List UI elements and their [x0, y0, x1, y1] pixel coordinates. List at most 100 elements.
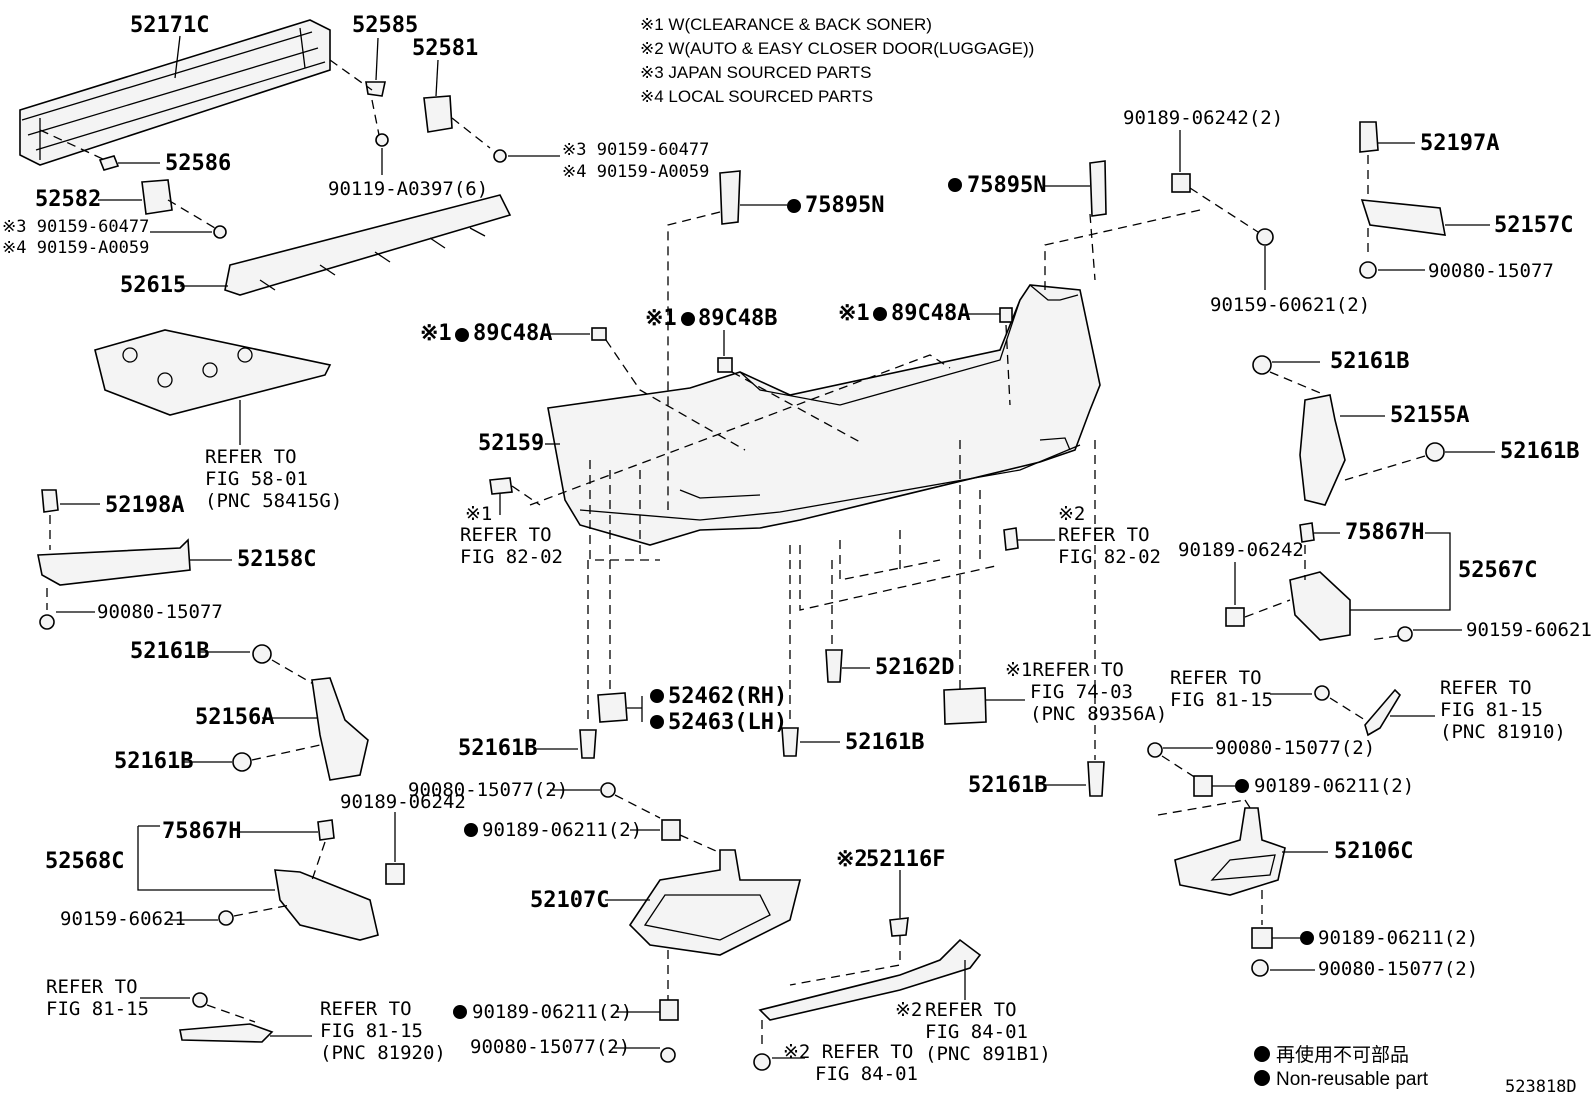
refer-8202-l-b[interactable]: FIG 82-02 [460, 546, 563, 568]
retainer-52158C[interactable] [37, 538, 191, 586]
refer-8202-l-a[interactable]: REFER TO [460, 524, 552, 546]
label-89C48A-l: 89C48A [473, 321, 552, 346]
clip-75867H-l[interactable] [317, 819, 335, 841]
nut-90189-tr[interactable] [1171, 173, 1191, 193]
legend-en: Non-reusable part [1276, 1069, 1429, 1090]
clip-52161B-c2[interactable] [781, 727, 799, 757]
refer-8401-r-b[interactable]: FIG 84-01 [925, 1021, 1028, 1043]
bolt-90159-r[interactable] [1397, 626, 1413, 642]
clip-52198A[interactable] [41, 489, 59, 513]
refer-8401-r-a[interactable]: REFER TO [925, 999, 1017, 1021]
refer-8115-l-b[interactable]: FIG 81-15 [46, 998, 149, 1020]
refer-8202-r-a[interactable]: REFER TO [1058, 524, 1150, 546]
under-cover[interactable] [94, 329, 332, 416]
clip-52162D[interactable] [825, 649, 843, 683]
clip-52586[interactable] [98, 155, 120, 171]
clip-75867H-r[interactable] [1299, 522, 1315, 543]
label-75895N-2: 75895N [967, 173, 1046, 198]
refer-8115-r-b[interactable]: FIG 81-15 [1170, 689, 1273, 711]
label-90189-r2: 90189-06211(2) [1254, 775, 1414, 797]
bracket-52581[interactable] [423, 95, 453, 133]
refer-8401-l-b[interactable]: FIG 84-01 [815, 1063, 918, 1085]
label-89C48B: 89C48B [698, 306, 777, 331]
clip-reflector-r[interactable] [1314, 685, 1330, 701]
bolt-90159-b[interactable] [213, 225, 227, 239]
screw-90080-tr[interactable] [1359, 261, 1377, 279]
clip-52161B-1[interactable] [252, 644, 272, 664]
refer-58-b[interactable]: FIG 58-01 [205, 468, 308, 490]
clip-52161B-c3[interactable] [1087, 761, 1105, 797]
sensor-89C48B[interactable] [717, 357, 733, 373]
tape-75895N-l[interactable] [719, 170, 741, 225]
cover-52462[interactable] [597, 692, 628, 723]
label-90080-tr: 90080-15077 [1428, 260, 1554, 282]
refer-8115-l-a[interactable]: REFER TO [46, 976, 138, 998]
tape-75895N-r[interactable] [1089, 160, 1107, 217]
label-90189-c: 90189-06211(2) [482, 819, 642, 841]
bracket-52567C[interactable] [1289, 571, 1351, 641]
refer-58-a[interactable]: REFER TO [205, 446, 297, 468]
bolt-90159-l[interactable] [218, 910, 234, 926]
label-52198A: 52198A [105, 493, 184, 518]
retainer-52157C[interactable] [1360, 199, 1446, 236]
bracket-52156A[interactable] [311, 677, 369, 781]
retainer-52615[interactable] [224, 194, 512, 296]
garnish-52107C[interactable] [628, 849, 802, 956]
nut-90189-c2[interactable] [659, 999, 679, 1021]
bolt-90159-tr[interactable] [1256, 228, 1274, 246]
refer-8115-r-a[interactable]: REFER TO [1170, 667, 1262, 689]
bracket-8202-r[interactable] [1003, 527, 1019, 551]
bolt-90119[interactable] [375, 133, 389, 147]
screw-90080-l[interactable] [39, 614, 55, 630]
bracket-52582[interactable] [141, 179, 173, 215]
bumper-cover-52159[interactable] [547, 284, 1101, 546]
bracket-8202-l[interactable] [489, 477, 513, 495]
refer-8401-r-c: (PNC 891B1) [925, 1043, 1051, 1065]
note-3: ※3 JAPAN SOURCED PARTS [640, 63, 872, 82]
nut-90189-r[interactable] [1225, 607, 1245, 627]
reflector-81920[interactable] [179, 1023, 274, 1043]
reinforcement-52171C[interactable] [19, 19, 331, 166]
sensor-89C48A-l[interactable] [591, 327, 607, 341]
refer-8401-l-a[interactable]: ※2 REFER TO [783, 1041, 913, 1063]
clip-52161B-r1[interactable] [1252, 355, 1272, 375]
clip-52585[interactable] [365, 81, 386, 97]
screw-90080-c[interactable] [600, 782, 616, 798]
refer-8401-r-x: ※2 [895, 999, 922, 1021]
reflector-81910[interactable] [1364, 688, 1402, 737]
garnish-52106C[interactable] [1174, 807, 1286, 896]
clip-52161B-r2[interactable] [1425, 442, 1445, 462]
refer-81910-b[interactable]: FIG 81-15 [1440, 699, 1543, 721]
refer-81920-b[interactable]: FIG 81-15 [320, 1020, 423, 1042]
refer-81910-a[interactable]: REFER TO [1440, 677, 1532, 699]
label-75895N-1: 75895N [805, 193, 884, 218]
clip-52161B-2[interactable] [232, 752, 252, 772]
nut-90189-c[interactable] [661, 819, 681, 841]
clip-reflector-l[interactable] [192, 992, 208, 1008]
plate-89356A[interactable] [943, 687, 987, 725]
label-90159-l: 90159-60621 [60, 908, 186, 930]
clip-52161B-c1[interactable] [579, 729, 597, 759]
nut-90189-l[interactable] [385, 863, 405, 885]
label-52568C: 52568C [45, 849, 124, 874]
screw-90080-r2[interactable] [1251, 959, 1269, 977]
refer-81920-a[interactable]: REFER TO [320, 998, 412, 1020]
label-52161B-1: 52161B [130, 639, 209, 664]
clip-52116F[interactable] [889, 917, 909, 937]
harness-891B1[interactable] [758, 938, 982, 1021]
nut-90189-r3[interactable] [1251, 927, 1273, 949]
refer-7403-b[interactable]: FIG 74-03 [1030, 681, 1133, 703]
bracket-52155A[interactable] [1299, 394, 1346, 506]
screw-8401-l[interactable] [753, 1053, 771, 1071]
refer-7403-a[interactable]: ※1REFER TO [1005, 659, 1124, 681]
refer-8202-r-b[interactable]: FIG 82-02 [1058, 546, 1161, 568]
clip-52197A[interactable] [1359, 121, 1379, 153]
bolt-90159-a[interactable] [493, 149, 507, 163]
bracket-52568C[interactable] [274, 869, 379, 941]
sensor-89C48A-r[interactable] [999, 307, 1013, 323]
label-90189-r3: 90189-06211(2) [1318, 927, 1478, 949]
label-52463: 52463(LH) [668, 710, 787, 735]
screw-90080-r[interactable] [1147, 742, 1163, 758]
screw-90080-c2[interactable] [660, 1047, 676, 1063]
nut-90189-r2[interactable] [1193, 775, 1213, 797]
